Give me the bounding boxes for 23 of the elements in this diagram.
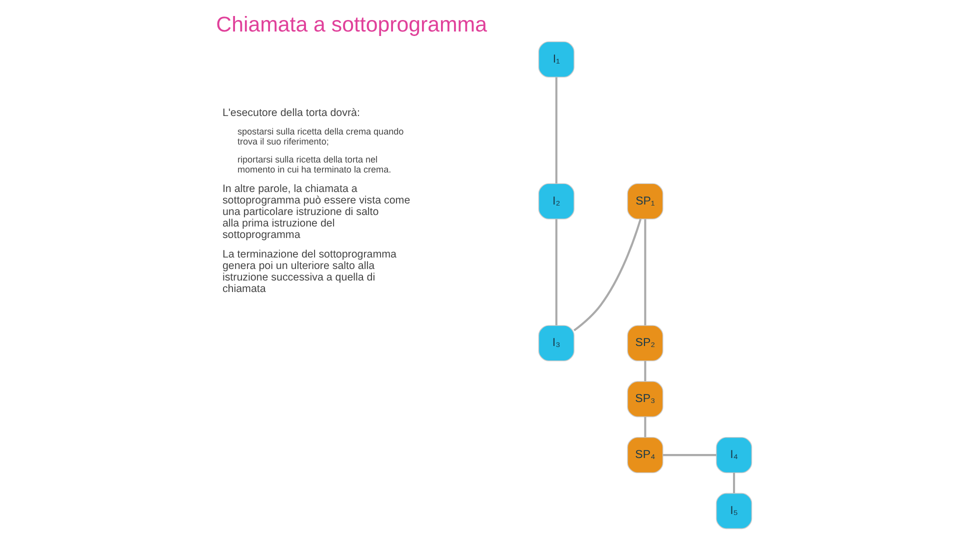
connector	[662, 454, 716, 456]
connector	[554, 219, 557, 326]
label: spostarsi sulla ricetta della crema quando trova il suo riferimento;	[236, 126, 404, 146]
node-box: SP₁	[626, 183, 663, 220]
node-box: I₄	[715, 436, 752, 474]
connector	[554, 77, 557, 184]
node-box: I₅	[715, 492, 752, 530]
diagram-title: Chiamata a sottoprogramma	[216, 12, 487, 37]
node-box: SP₃	[626, 381, 663, 418]
node-box: I₃	[538, 325, 574, 362]
label: In altre parole, la chiamata a sottoprogramma può essere vista come una particolare istruzione di salto alla prima istruzione del sottoprogramma	[222, 182, 410, 241]
label: La terminazione del sottoprogramma genera poi un ulteriore salto alla istruzione successiva a quella di chiamata	[222, 248, 396, 296]
node-box: I₁	[538, 41, 574, 78]
label: L'esecutore della torta dovrà:	[222, 107, 360, 120]
label: riportarsi sulla ricetta della torta nel momento in cui ha terminato la crema.	[236, 154, 391, 174]
connector	[732, 472, 735, 494]
node-box: SP₄	[626, 436, 663, 474]
connector	[572, 218, 642, 332]
connector	[644, 360, 646, 382]
connector	[644, 416, 646, 438]
node-box: I₂	[538, 183, 574, 220]
node-box: SP₂	[626, 325, 663, 362]
connector	[644, 219, 646, 326]
